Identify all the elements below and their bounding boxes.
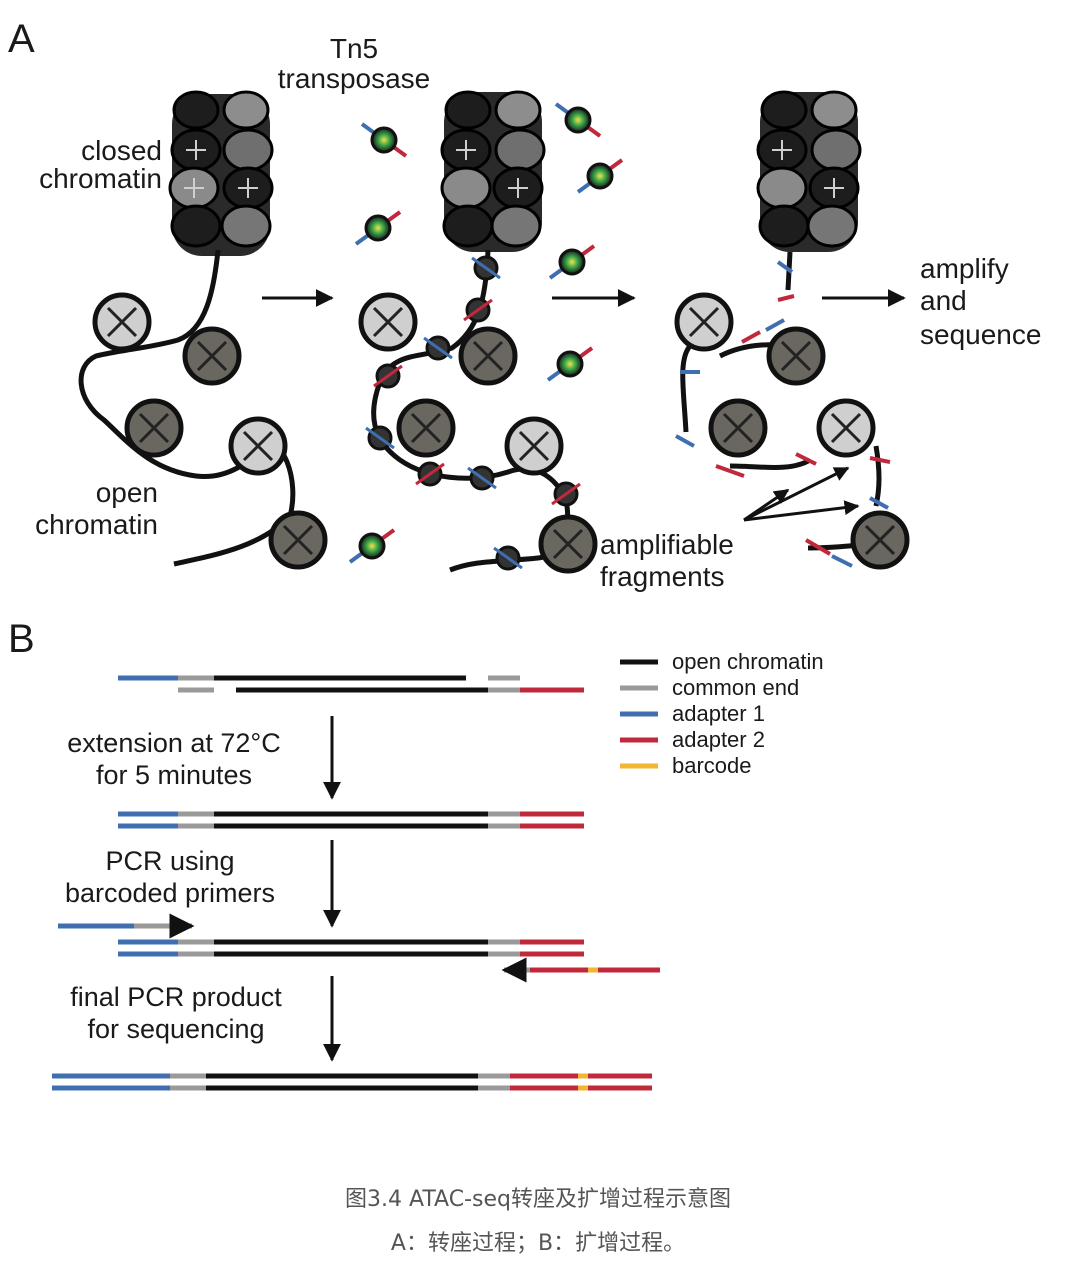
legend-label: barcode	[672, 753, 752, 778]
nucleosome	[92, 292, 152, 352]
nucleosome	[458, 326, 518, 386]
nucleosome	[268, 510, 328, 570]
legend-label: adapter 1	[672, 701, 765, 726]
step-1-label: extension at 72°C	[67, 728, 280, 758]
nucleosome	[182, 326, 242, 386]
legend-item-open-chromatin: open chromatin	[620, 649, 824, 674]
amplify-label: amplify	[920, 253, 1009, 284]
nucleosome	[504, 416, 564, 476]
tn5-label: transposase	[278, 63, 431, 94]
bound-tn5-marks	[365, 255, 581, 571]
nucleosome	[396, 398, 456, 458]
step-2-label: PCR using	[105, 846, 234, 876]
legend: open chromatin common end adapter 1 adap…	[620, 649, 824, 778]
nucleosome	[708, 398, 768, 458]
caption-line-1: 图3.4 ATAC-seq转座及扩增过程示意图	[345, 1187, 731, 1212]
panel-b-label: B	[8, 617, 35, 661]
dna-row-3	[58, 913, 660, 983]
legend-item-adapter-2: adapter 2	[620, 727, 765, 752]
legend-item-barcode: barcode	[620, 753, 752, 778]
nucleosome	[358, 292, 418, 352]
stage-1-chromatin	[78, 90, 328, 570]
closed-chromatin-cluster-2	[440, 90, 546, 252]
panel-a-label: A	[8, 17, 35, 61]
tn5-label: Tn5	[330, 33, 378, 64]
legend-item-common-end: common end	[620, 675, 799, 700]
figure-caption: 图3.4 ATAC-seq转座及扩增过程示意图 A：转座过程；B：扩增过程。	[0, 1178, 1076, 1266]
nucleosome	[538, 514, 598, 574]
nucleosome	[850, 510, 910, 570]
open-chromatin-label: chromatin	[35, 509, 158, 540]
amplify-label: sequence	[920, 319, 1041, 350]
dna-row-2	[118, 811, 584, 829]
nucleosome	[816, 398, 876, 458]
free-tn5-transposomes	[348, 102, 624, 564]
stage-2-tagmentation	[348, 90, 624, 574]
legend-label: adapter 2	[672, 727, 765, 752]
closed-chromatin-label: closed	[81, 135, 162, 166]
open-chromatin-label: open	[96, 477, 158, 508]
step-3-label: for sequencing	[87, 1014, 264, 1044]
closed-chromatin-cluster-1	[168, 90, 274, 256]
step-2-label: barcoded primers	[65, 878, 275, 908]
amplify-label: and	[920, 285, 967, 316]
amplifiable-fragments-label: fragments	[600, 561, 725, 592]
legend-item-adapter-1: adapter 1	[620, 701, 765, 726]
step-3-label: final PCR product	[70, 982, 282, 1012]
panel-b: B extension at 72°C for 5 minutes	[8, 617, 824, 1091]
nucleosome	[228, 416, 288, 476]
step-1-label: for 5 minutes	[96, 760, 252, 790]
closed-chromatin-cluster-3	[756, 90, 862, 252]
panel-a: A	[8, 17, 1041, 592]
dna-row-4	[52, 1073, 652, 1091]
amplifiable-fragments-label: amplifiable	[600, 529, 734, 560]
nucleosome	[124, 398, 184, 458]
dna-row-1	[118, 675, 584, 693]
legend-label: open chromatin	[672, 649, 824, 674]
nucleosome	[766, 326, 826, 386]
caption-line-2: A：转座过程；B：扩增过程。	[390, 1231, 686, 1256]
closed-chromatin-label: chromatin	[39, 163, 162, 194]
stage-3-fragments	[674, 90, 910, 570]
legend-label: common end	[672, 675, 799, 700]
nucleosome	[674, 292, 734, 352]
